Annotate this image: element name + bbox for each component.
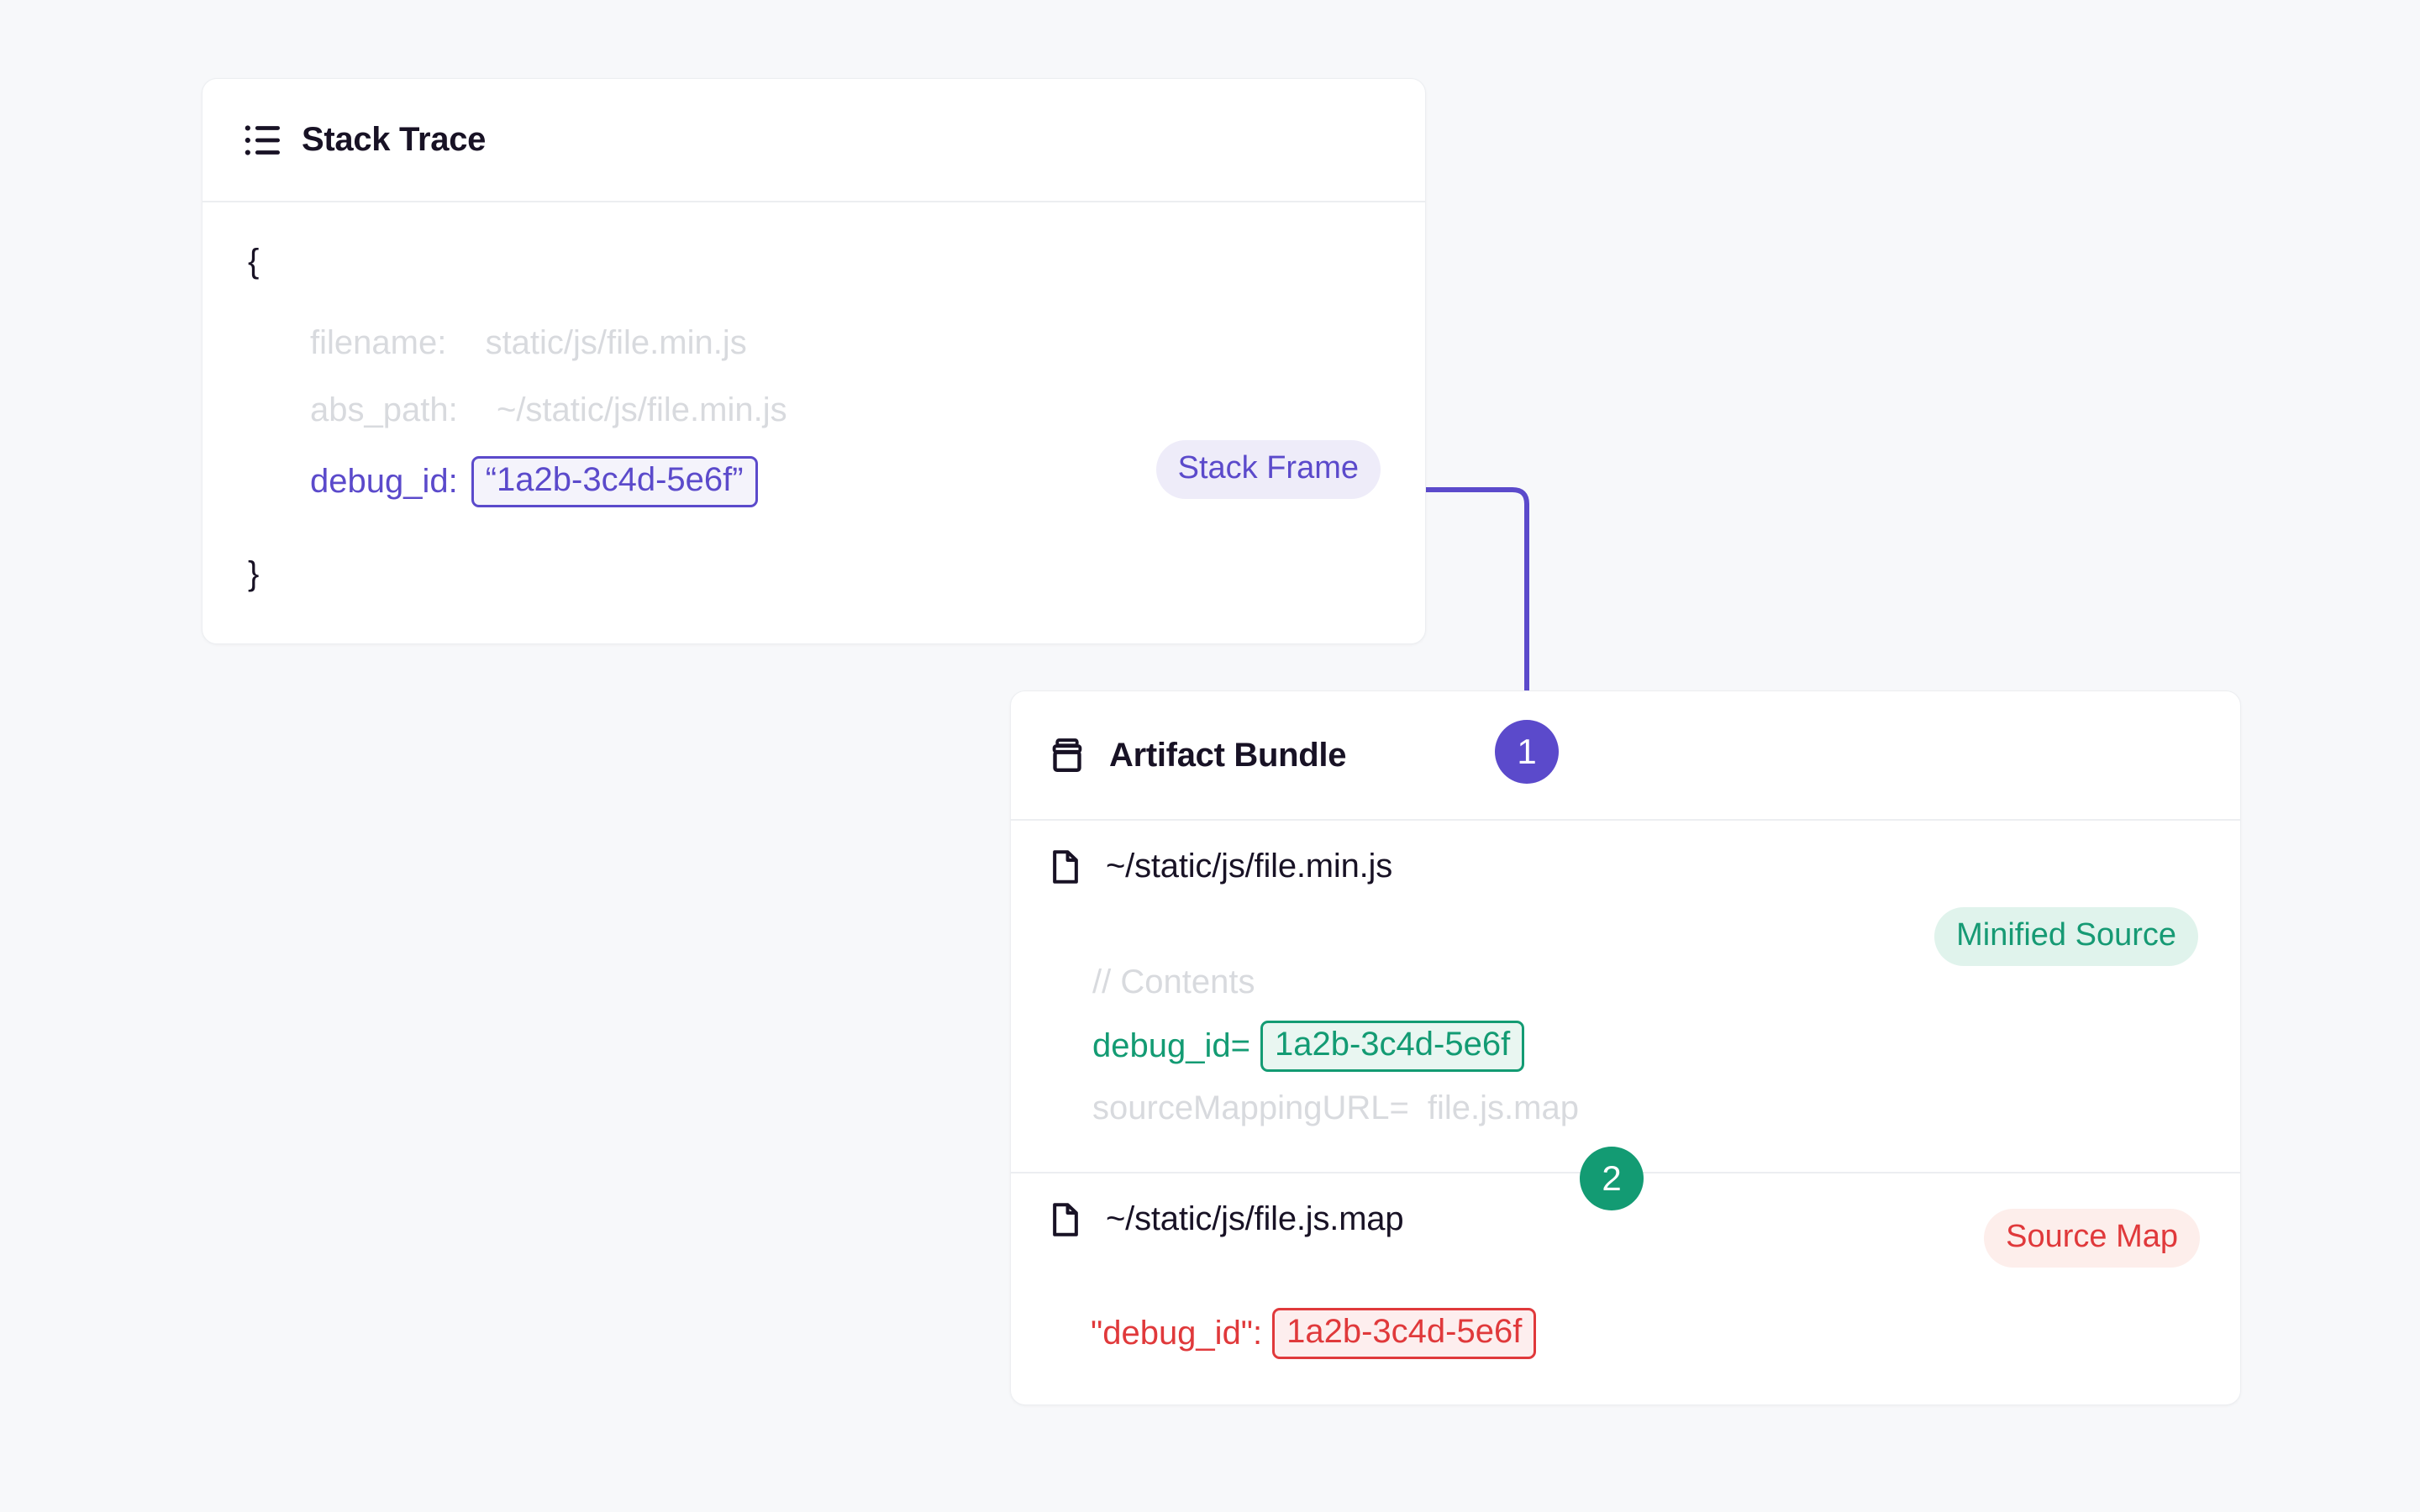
source-map-badge: Source Map xyxy=(1984,1209,2200,1268)
stack-trace-debug-id-value[interactable]: “1a2b-3c4d-5e6f” xyxy=(471,456,758,508)
artifact-bundle-title: Artifact Bundle xyxy=(1109,736,1347,774)
minified-sourcemappingurl-line: sourceMappingURL= file.js.map xyxy=(1092,1089,1579,1127)
sourcemappingurl-key: sourceMappingURL= xyxy=(1092,1089,1409,1126)
stack-trace-card-header: Stack Trace xyxy=(203,79,1425,202)
artifact-bundle-card: Artifact Bundle ~/static/js/file.min.js … xyxy=(1010,690,2241,1405)
minified-debug-id-value[interactable]: 1a2b-3c4d-5e6f xyxy=(1260,1021,1525,1073)
artifact-file-row-sourcemap: ~/static/js/file.js.map Source Map "debu… xyxy=(1011,1172,2240,1404)
code-row-filename: filename: static/js/file.min.js xyxy=(310,324,747,362)
code-open-brace: { xyxy=(248,243,260,280)
code-close-brace: } xyxy=(248,555,260,592)
archive-icon xyxy=(1049,737,1086,774)
minified-debug-id-key: debug_id= xyxy=(1092,1027,1250,1065)
code-row-debug-id: debug_id: “1a2b-3c4d-5e6f” xyxy=(310,456,758,508)
artifact-bundle-card-header: Artifact Bundle xyxy=(1011,691,2240,821)
stack-trace-title: Stack Trace xyxy=(302,121,487,158)
sourcemap-file-head: ~/static/js/file.js.map xyxy=(1011,1173,2240,1238)
minified-file-name: ~/static/js/file.min.js xyxy=(1106,848,1393,885)
list-icon xyxy=(245,123,281,157)
file-icon xyxy=(1049,1201,1082,1238)
abs-path-value: ~/static/js/file.min.js xyxy=(496,391,787,428)
stack-trace-body: Stack Frame { filename: static/js/file.m… xyxy=(203,202,1425,643)
minified-source-badge: Minified Source xyxy=(1934,907,2198,966)
code-row-abs-path: abs_path: ~/static/js/file.min.js xyxy=(310,391,787,429)
sourcemappingurl-value: file.js.map xyxy=(1427,1089,1579,1126)
filename-key: filename: xyxy=(310,324,447,361)
sourcemap-debug-id-key: "debug_id": xyxy=(1091,1315,1263,1352)
sourcemap-debug-id-value[interactable]: 1a2b-3c4d-5e6f xyxy=(1272,1308,1537,1360)
step-badge-2: 2 xyxy=(1580,1147,1644,1210)
minified-debug-id-line: debug_id= 1a2b-3c4d-5e6f xyxy=(1092,1021,1525,1073)
filename-value: static/js/file.min.js xyxy=(485,324,747,361)
stack-trace-card: Stack Trace Stack Frame { filename: stat… xyxy=(202,78,1426,644)
minified-file-head: ~/static/js/file.min.js xyxy=(1011,821,2240,885)
abs-path-key: abs_path: xyxy=(310,391,458,428)
step-badge-1: 1 xyxy=(1495,720,1559,784)
stack-frame-badge: Stack Frame xyxy=(1155,440,1381,499)
file-icon xyxy=(1049,848,1082,885)
minified-contents-comment: // Contents xyxy=(1092,963,1255,1000)
artifact-file-row-minified: ~/static/js/file.min.js Minified Source … xyxy=(1011,821,2240,1172)
debug-id-key: debug_id: xyxy=(310,463,458,501)
sourcemap-file-name: ~/static/js/file.js.map xyxy=(1106,1200,1404,1237)
sourcemap-debug-id-line: "debug_id": 1a2b-3c4d-5e6f xyxy=(1091,1308,1537,1360)
